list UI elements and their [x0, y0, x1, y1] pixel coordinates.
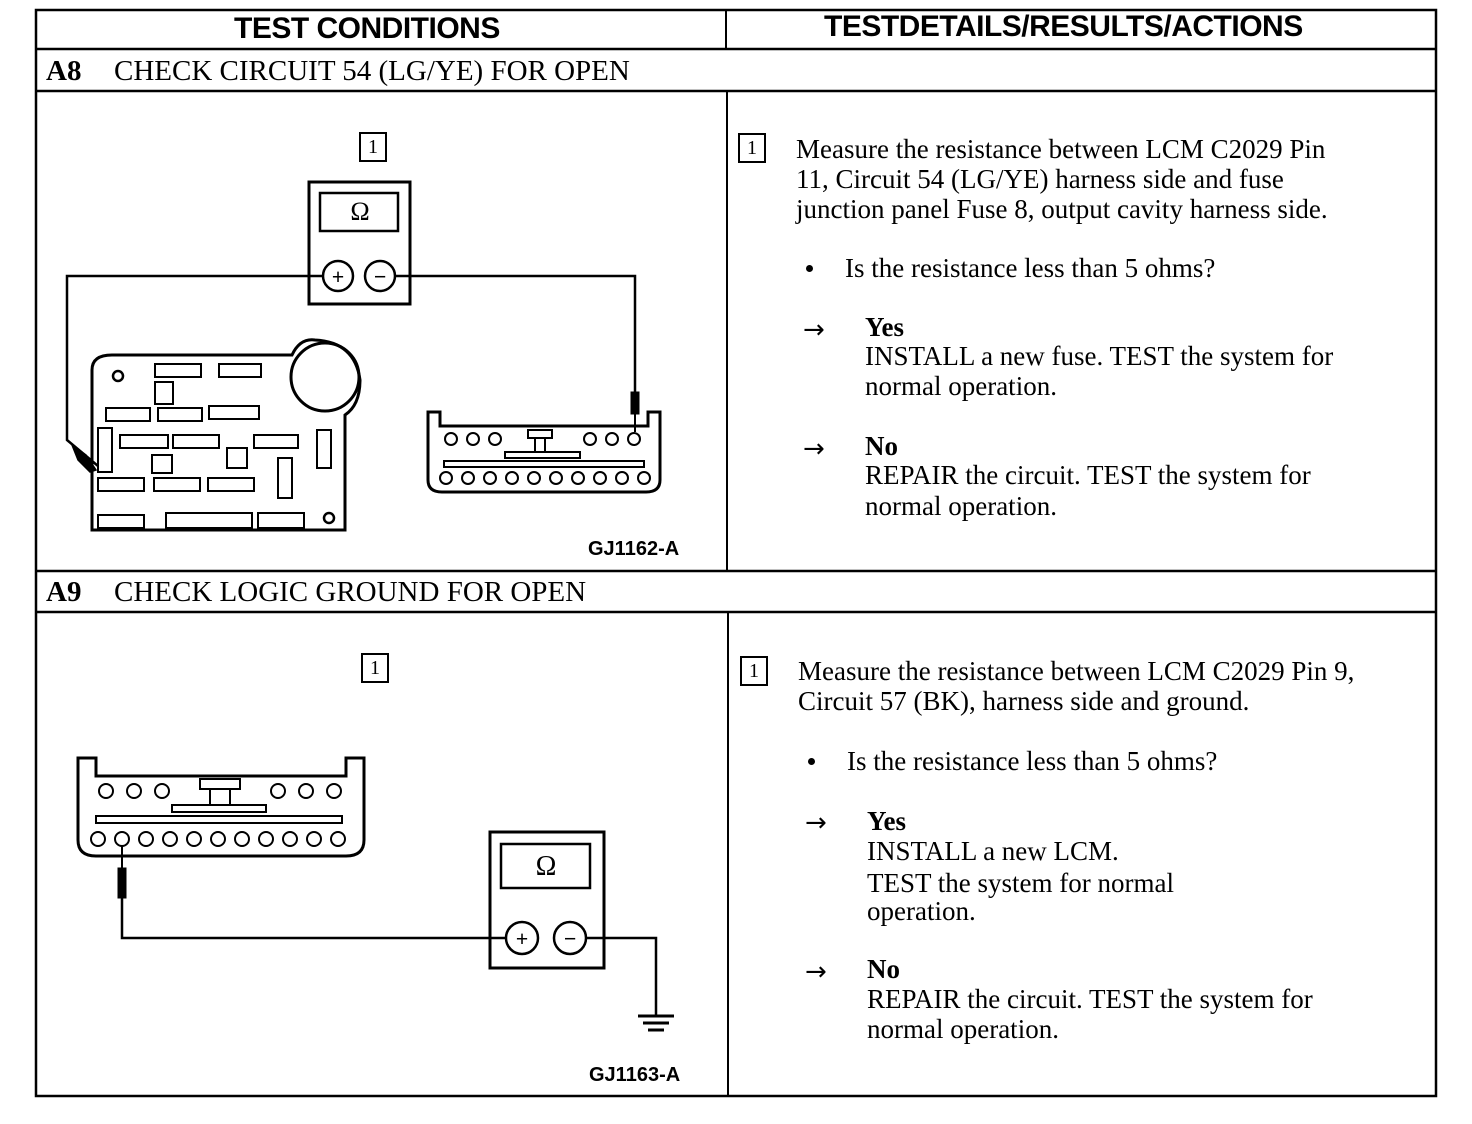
a9-bullet	[808, 758, 815, 765]
header-test-details: TESTDETAILS/RESULTS/ACTIONS	[824, 10, 1303, 43]
section-a9-id: A9	[46, 576, 82, 608]
section-a8-id: A8	[46, 55, 82, 87]
figure-a8-id: GJ1162-A	[588, 538, 680, 560]
section-a9-title: A9 CHECK LOGIC GROUND FOR OPEN	[46, 576, 586, 609]
a8-yes-arrow-icon: →	[803, 315, 825, 345]
ohm-symbol: Ω	[350, 197, 370, 226]
a9-yes-action-line-1: INSTALL a new LCM.	[867, 836, 1119, 866]
a9-yes-action-line-2: TEST the system for normal	[867, 868, 1174, 898]
a8-instruction-line-3: junction panel Fuse 8, output cavity har…	[796, 194, 1328, 224]
figure-a8-step-box: 1	[359, 132, 387, 162]
a9-instruction-line-1: Measure the resistance between LCM C2029…	[798, 656, 1355, 686]
a9-plus-icon: +	[515, 926, 529, 951]
a9-no-label: No	[867, 954, 900, 984]
a8-yes-action-line-2: normal operation.	[865, 371, 1057, 401]
a8-question: Is the resistance less than 5 ohms?	[845, 253, 1216, 283]
a9-yes-label: Yes	[867, 806, 906, 836]
a9-question: Is the resistance less than 5 ohms?	[847, 746, 1218, 776]
section-a8-title-text: CHECK CIRCUIT 54 (LG/YE) FOR OPEN	[114, 55, 630, 87]
a8-plus-icon: +	[331, 264, 345, 289]
a9-yes-arrow-icon: →	[805, 808, 827, 838]
a8-no-arrow-icon: →	[803, 434, 825, 464]
a8-no-action-line-1: REPAIR the circuit. TEST the system for	[865, 460, 1311, 490]
a8-step-box: 1	[738, 133, 766, 163]
ohm-symbol-a9: Ω	[535, 851, 557, 882]
figure-a9-step-box: 1	[361, 653, 389, 683]
a8-instruction-line-2: 11, Circuit 54 (LG/YE) harness side and …	[796, 164, 1284, 194]
a8-no-action-line-2: normal operation.	[865, 491, 1057, 521]
a9-no-action-line-1: REPAIR the circuit. TEST the system for	[867, 984, 1313, 1014]
a9-yes-action-line-3: operation.	[867, 896, 976, 926]
a8-minus-icon: −	[373, 264, 387, 289]
a9-no-action-line-2: normal operation.	[867, 1014, 1059, 1044]
section-a8-title: A8 CHECK CIRCUIT 54 (LG/YE) FOR OPEN	[46, 55, 630, 88]
a8-instruction-line-1: Measure the resistance between LCM C2029…	[796, 134, 1326, 164]
a9-no-arrow-icon: →	[805, 957, 827, 987]
a8-no-label: No	[865, 431, 898, 461]
section-a9-title-text: CHECK LOGIC GROUND FOR OPEN	[114, 576, 587, 608]
figure-a9-id: GJ1163-A	[589, 1064, 681, 1086]
a9-instruction-line-2: Circuit 57 (BK), harness side and ground…	[798, 686, 1250, 716]
a9-minus-icon: −	[563, 926, 577, 951]
a8-yes-label: Yes	[865, 312, 904, 342]
a8-yes-action-line-1: INSTALL a new fuse. TEST the system for	[865, 341, 1334, 371]
header-test-conditions: TEST CONDITIONS	[234, 12, 500, 45]
a8-bullet	[806, 265, 813, 272]
a9-step-box: 1	[740, 656, 768, 686]
